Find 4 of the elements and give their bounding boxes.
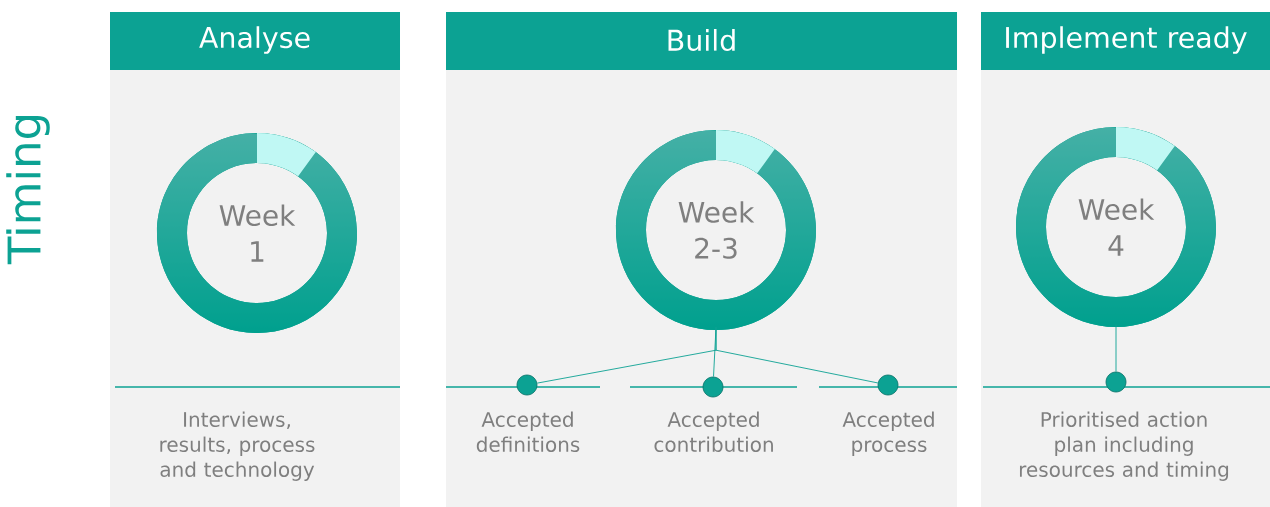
panel-heading: Analyse	[199, 26, 310, 54]
panel-heading: Build	[668, 29, 735, 52]
axis-title: Timing	[6, 116, 50, 265]
panel-heading: Implement ready	[1006, 26, 1247, 54]
